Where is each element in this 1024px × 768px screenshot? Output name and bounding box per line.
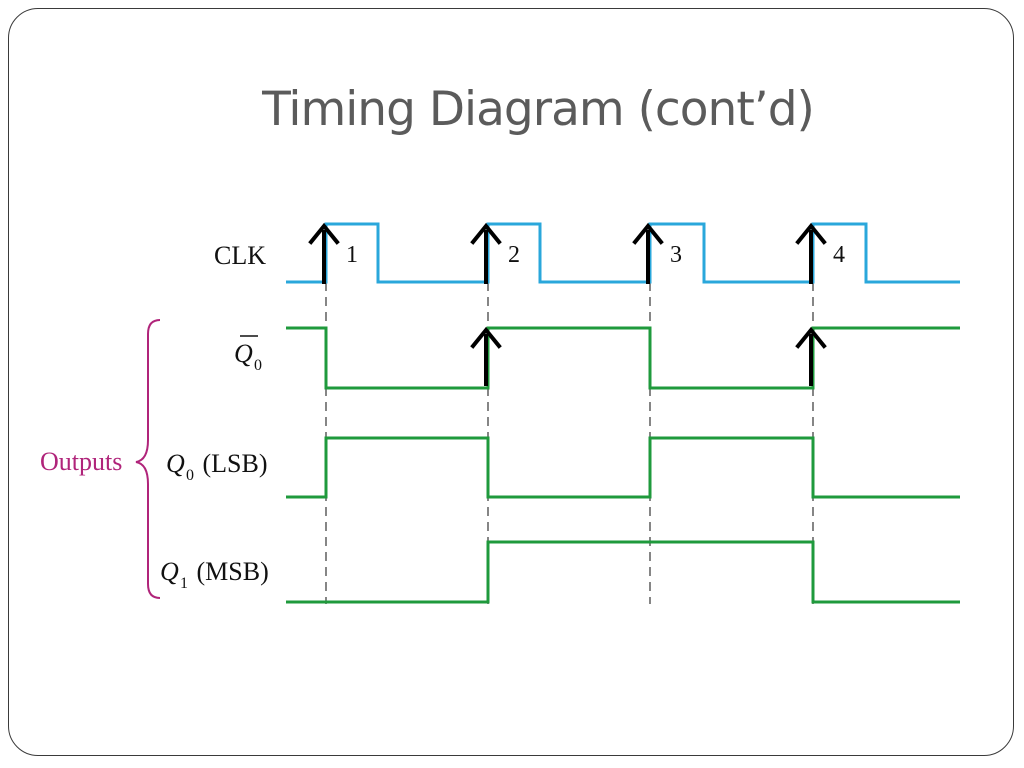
up-arrow-icon	[308, 222, 340, 284]
trigger-arrows	[308, 222, 827, 386]
q0-suffix: (LSB)	[196, 449, 268, 478]
q1-suffix: (MSB)	[190, 557, 269, 586]
q0-bar-waveform	[286, 326, 960, 390]
up-arrow-icon	[795, 326, 827, 386]
pulse-numbers: 1 2 3 4	[346, 242, 845, 268]
clk-label: CLK	[214, 241, 266, 270]
q1-subscript: 1	[180, 575, 188, 592]
q1-waveform	[286, 540, 960, 604]
up-arrow-icon	[795, 222, 827, 284]
q0-waveform	[286, 436, 960, 499]
slide-frame	[8, 8, 1014, 756]
q1-letter: Q	[160, 557, 179, 586]
pulse-number-4: 4	[833, 242, 845, 268]
clk-waveform	[286, 222, 960, 284]
q1-label: Q 1 (MSB)	[160, 557, 269, 592]
up-arrow-icon	[470, 222, 502, 284]
outputs-label: Outputs	[40, 447, 122, 476]
q0-label: Q 0 (LSB)	[166, 449, 268, 484]
outputs-bracket	[135, 319, 161, 599]
up-arrow-icon	[470, 326, 502, 386]
up-arrow-icon	[632, 222, 664, 284]
clock-edge-guides	[325, 282, 814, 604]
pulse-number-1: 1	[346, 242, 358, 268]
q0-bar-subscript: 0	[254, 357, 262, 374]
q0-bar-letter: Q	[234, 339, 253, 368]
pulse-number-2: 2	[508, 242, 520, 268]
q0-letter: Q	[166, 449, 185, 478]
page-title: Timing Diagram (cont’d)	[262, 82, 815, 137]
pulse-number-3: 3	[670, 242, 682, 268]
q0-bar-label: Q 0	[234, 335, 262, 374]
q0-subscript: 0	[186, 467, 194, 484]
